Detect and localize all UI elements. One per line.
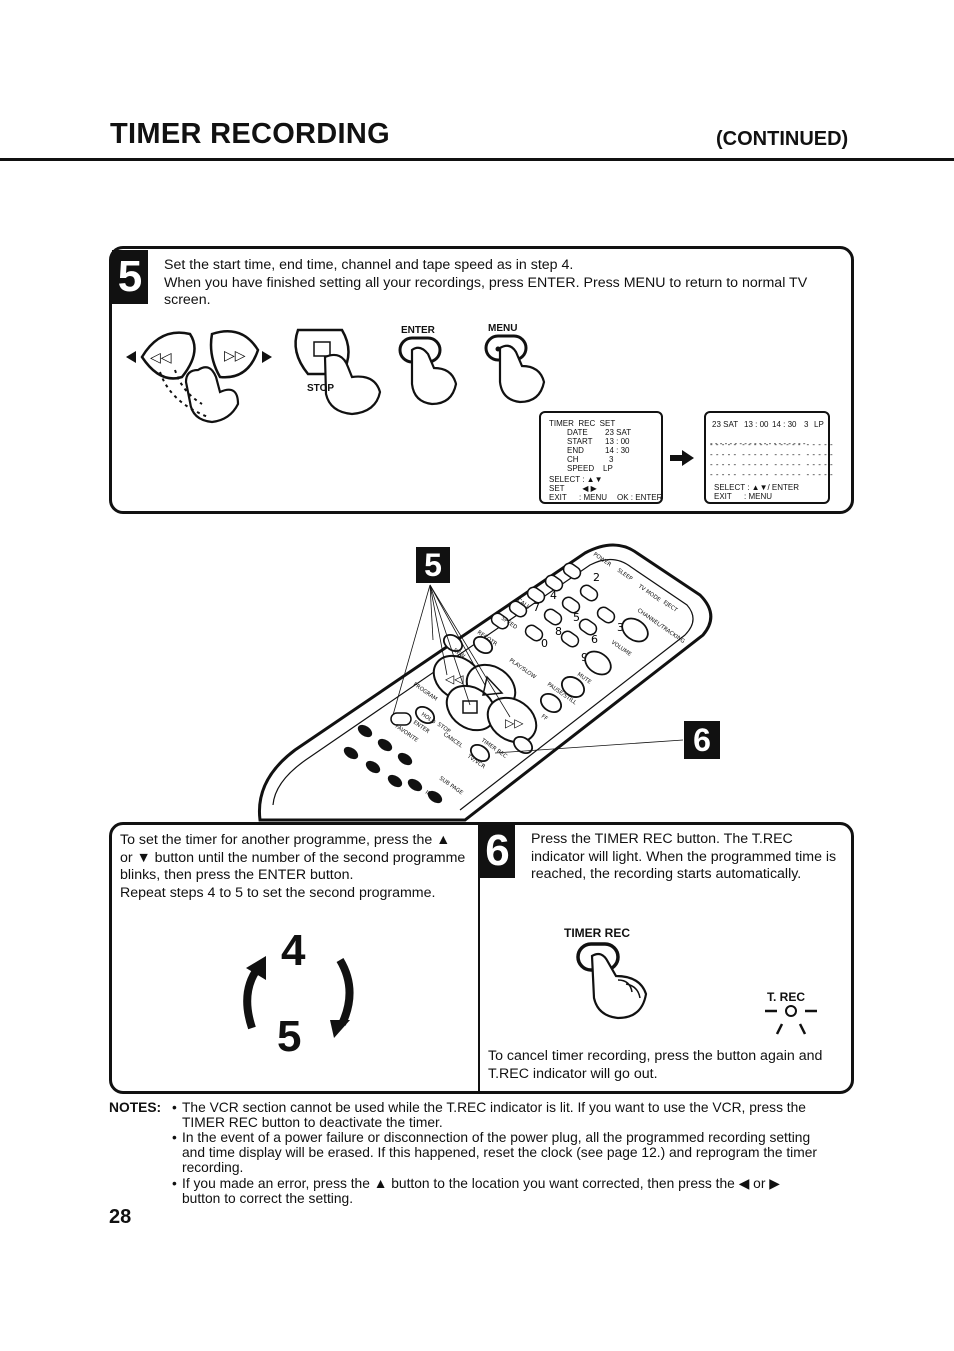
- cancel-instructions: To cancel timer recording, press the but…: [488, 1048, 823, 1082]
- svg-text:▷▷: ▷▷: [505, 716, 524, 730]
- panel-divider: [478, 822, 480, 1092]
- remote-callout-6: 6: [684, 721, 720, 759]
- osd-exit: EXIT: [549, 493, 567, 502]
- trec-indicator-icon: [765, 1005, 817, 1035]
- step5-text: Set the start time, end time, channel an…: [164, 257, 844, 310]
- right-arrow-icon: [670, 450, 694, 466]
- osd-ok: OK : ENTER: [617, 493, 663, 502]
- down-triangle-icon: ▼: [136, 849, 151, 866]
- enter-label: ENTER: [401, 325, 435, 336]
- osd-value: 3: [609, 455, 614, 464]
- step-number-4: 4: [281, 926, 306, 975]
- step6-number: 6: [480, 824, 515, 878]
- continued-label: (CONTINUED): [716, 128, 849, 150]
- step5-line: When you have finished setting all your …: [164, 274, 808, 291]
- header-rule: [0, 158, 954, 161]
- right-triangle-icon: ▶: [769, 1176, 780, 1191]
- osd-value: 13 : 00: [744, 420, 769, 429]
- notes-heading: NOTES:: [109, 1100, 162, 1115]
- osd-set-row: SET ◀ ▶: [549, 484, 597, 493]
- svg-text:6: 6: [591, 633, 598, 646]
- osd-value: LP: [603, 464, 613, 473]
- svg-text:FF: FF: [540, 714, 549, 723]
- note-item: In the event of a power failure or disco…: [182, 1130, 818, 1176]
- osd-label: DATE: [567, 428, 588, 437]
- osd-title: TIMER REC SET: [549, 419, 616, 428]
- osd-exit-value: : MENU: [744, 492, 772, 501]
- osd-value: 13 : 00: [605, 437, 630, 446]
- osd-value: 23 SAT: [605, 428, 632, 437]
- svg-text:8: 8: [555, 625, 562, 638]
- timer-rec-label: TIMER REC: [564, 926, 630, 940]
- left-arrow-icon: [126, 351, 136, 363]
- osd-label: SPEED: [567, 464, 595, 473]
- repeat-instructions: To set the timer for another programme, …: [120, 832, 466, 901]
- timer-rec-set-screen: TIMER REC SET DATE 23 SAT START 13 : 00 …: [539, 411, 663, 504]
- timer-list-screen: 23 SAT 13 : 00 14 : 30 3 LP - - - - - - …: [704, 411, 833, 504]
- step6-text: Press the TIMER REC button. The T.REC in…: [531, 831, 837, 883]
- svg-text:7: 7: [533, 601, 540, 614]
- svg-text:◁◁: ◁◁: [444, 672, 463, 686]
- step5-number: 5: [112, 250, 148, 304]
- svg-text:0: 0: [541, 637, 548, 650]
- rew-button-icon: [140, 331, 196, 380]
- hand-icon: [184, 366, 240, 424]
- osd-label: END: [567, 446, 584, 455]
- hand-icon: [323, 353, 382, 416]
- cycle-arrows-icon: [243, 956, 354, 1038]
- trec-label: T. REC: [767, 990, 806, 1004]
- hand-icon: [590, 952, 648, 1020]
- ff-button-icon: [209, 330, 260, 379]
- remote-callout-5: 5: [416, 547, 450, 583]
- note-item: If you made an error, press the ▲ button…: [182, 1176, 780, 1207]
- osd2-select-row: SELECT : ▲▼/ ENTER: [714, 483, 800, 492]
- step5-line: screen.: [164, 292, 211, 309]
- osd-value: 14 : 30: [772, 420, 797, 429]
- page-number: 28: [109, 1206, 132, 1228]
- notes-list: • The VCR section cannot be used while t…: [0, 1100, 954, 1210]
- remote-control-illustration: 4 7 5 8 0 6 9 3 2 ◁◁ ▷▷: [257, 543, 713, 822]
- left-triangle-icon: ◀: [738, 1176, 750, 1191]
- steps-bottom-box: [109, 822, 854, 1094]
- svg-text:5: 5: [573, 611, 580, 624]
- page-title: TIMER RECORDING: [110, 118, 390, 150]
- button-press-illustration: ◁◁ ▷▷: [126, 328, 546, 424]
- svg-text:▷▷: ▷▷: [224, 348, 246, 364]
- step5-box: [109, 246, 854, 514]
- menu-label: MENU: [488, 323, 518, 334]
- remote-digit: 4: [550, 589, 557, 602]
- osd-label: CH: [567, 455, 579, 464]
- osd-select-row: SELECT : ▲▼: [549, 475, 603, 484]
- osd-exit-value: : MENU: [579, 493, 607, 502]
- hand-icon: [410, 346, 458, 406]
- svg-text:3: 3: [617, 621, 624, 634]
- osd-value: 23 SAT: [712, 420, 739, 429]
- up-triangle-icon: ▲: [436, 832, 451, 848]
- osd-value: 3: [804, 420, 809, 429]
- osd-value: 14 : 30: [605, 446, 630, 455]
- step-number-5: 5: [277, 1012, 302, 1061]
- timer-rec-press-illustration: [576, 942, 648, 1020]
- stop-label: STOP: [307, 383, 335, 394]
- svg-text:◁◁: ◁◁: [150, 350, 172, 366]
- osd-dash-rows: - - - - - - - - - - - - - - - - - - - -: [710, 439, 806, 448]
- svg-text:2: 2: [593, 571, 600, 584]
- note-item: The VCR section cannot be used while the…: [182, 1100, 806, 1131]
- step5-line: Set the start time, end time, channel an…: [164, 257, 574, 273]
- osd-label: START: [567, 437, 593, 446]
- osd-value: LP: [814, 420, 824, 429]
- up-triangle-icon: ▲: [373, 1176, 388, 1191]
- osd-exit: EXIT: [714, 492, 732, 501]
- right-arrow-icon: [262, 351, 272, 363]
- hand-icon: [498, 344, 546, 404]
